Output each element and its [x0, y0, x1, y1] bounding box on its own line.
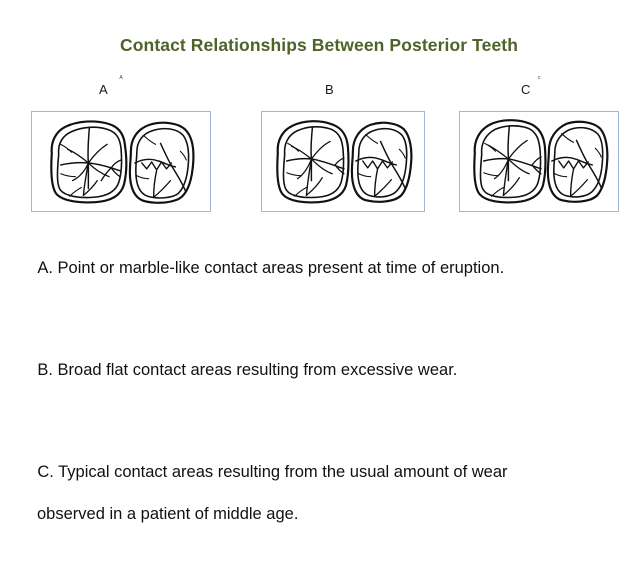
figure-mini-caption-a: A — [119, 75, 123, 81]
figure-image-c — [459, 111, 619, 212]
description-item-b-line1: B. Broad flat contact areas resulting fr… — [37, 361, 458, 379]
figure-image-a — [31, 111, 211, 212]
description-item-c-line2: observed in a patient of middle age. — [37, 505, 299, 523]
teeth-drawing-c — [473, 119, 609, 204]
figure-image-b — [261, 111, 425, 212]
figure-label-b: B — [325, 82, 334, 97]
description-item-b: B. Broad flat contact areas resulting fr… — [19, 339, 619, 402]
description-item-c-line1: C. Typical contact areas resulting from … — [37, 463, 508, 481]
teeth-drawing-a — [50, 120, 128, 204]
body-text: A. Point or marble-like contact areas pr… — [19, 237, 619, 567]
description-item-c: C. Typical contact areas resulting from … — [19, 441, 619, 567]
description-item-a: A. Point or marble-like contact areas pr… — [19, 237, 619, 300]
teeth-drawing-a-right — [128, 121, 195, 204]
figure-row: A — [0, 75, 638, 222]
figure-label-a: A — [99, 82, 108, 97]
teeth-drawing-b — [276, 120, 413, 204]
figure-mini-caption-c: c — [537, 75, 541, 81]
figure-label-c: C — [521, 82, 531, 97]
page-title: Contact Relationships Between Posterior … — [120, 35, 518, 55]
description-item-a-line1: A. Point or marble-like contact areas pr… — [37, 259, 505, 277]
